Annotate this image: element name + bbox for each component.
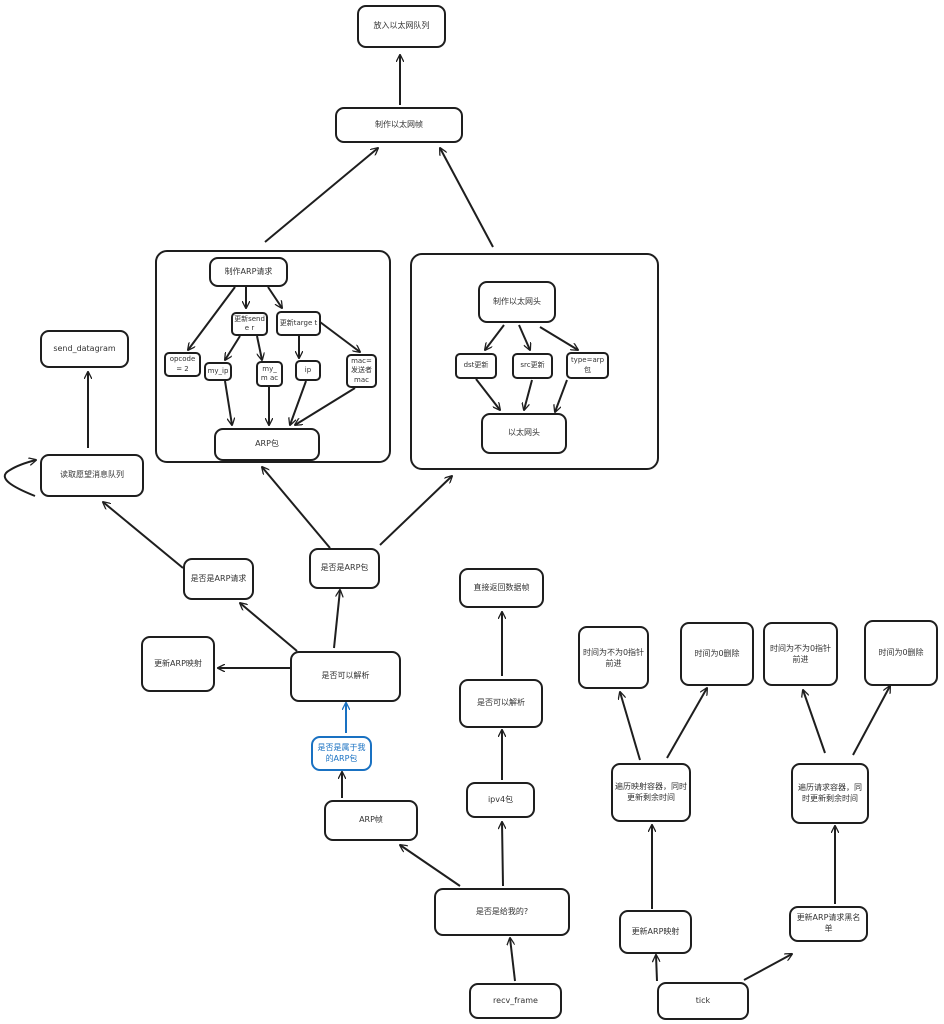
tick-node[interactable]: tick bbox=[657, 982, 749, 1020]
return-data-node[interactable]: 直接返回数据帧 bbox=[459, 568, 544, 608]
arp-frame-node[interactable]: ARP帧 bbox=[324, 800, 418, 841]
arrow bbox=[264, 148, 378, 243]
self-loop-arrow bbox=[3, 460, 36, 497]
arp-packet-node[interactable]: ARP包 bbox=[214, 428, 320, 461]
arrow bbox=[803, 690, 826, 754]
my-ip-node[interactable]: my_ip bbox=[204, 362, 232, 381]
arrow bbox=[440, 148, 494, 248]
arrow bbox=[852, 686, 890, 756]
update-arp-map-node-right[interactable]: 更新ARP映射 bbox=[619, 910, 692, 954]
ip-node[interactable]: ip bbox=[295, 360, 321, 381]
time-nonzero-node-2[interactable]: 时间为不为0指针前进 bbox=[763, 622, 838, 686]
arrow bbox=[666, 688, 707, 759]
arrow bbox=[743, 954, 792, 981]
src-update-node[interactable]: src更新 bbox=[512, 353, 553, 379]
arrow bbox=[400, 845, 461, 887]
ethernet-header-node[interactable]: 以太网头 bbox=[481, 413, 567, 454]
arrow bbox=[262, 467, 331, 549]
can-parse-node-2[interactable]: 是否可以解析 bbox=[459, 679, 543, 728]
arrow bbox=[240, 603, 298, 652]
iterate-map-node[interactable]: 遍历映射容器，同时更新剩余时间 bbox=[611, 763, 691, 822]
dst-update-node[interactable]: dst更新 bbox=[455, 353, 497, 379]
send-datagram-node[interactable]: send_datagram bbox=[40, 330, 129, 368]
arrow bbox=[103, 502, 184, 569]
my-mac-node[interactable]: my_m ac bbox=[256, 361, 283, 387]
recv-frame-node[interactable]: recv_frame bbox=[469, 983, 562, 1019]
update-arp-blacklist-node[interactable]: 更新ARP请求黑名单 bbox=[789, 906, 868, 942]
time-zero-delete-node-1[interactable]: 时间为0删除 bbox=[680, 622, 754, 686]
make-ethernet-header-node[interactable]: 制作以太网头 bbox=[478, 281, 556, 323]
arp-request-group bbox=[155, 250, 391, 463]
iterate-requests-node[interactable]: 遍历请求容器，同时更新剩余时间 bbox=[791, 763, 869, 824]
update-sender-node[interactable]: 更新sende r bbox=[231, 312, 268, 336]
arrow bbox=[656, 955, 657, 982]
time-nonzero-node-1[interactable]: 时间为不为0指针前进 bbox=[578, 626, 649, 689]
is-arp-packet-node[interactable]: 是否是ARP包 bbox=[309, 548, 380, 589]
type-arp-node[interactable]: type=arp 包 bbox=[566, 352, 609, 379]
arrow bbox=[379, 476, 452, 546]
opcode-node[interactable]: opcode= 2 bbox=[164, 352, 201, 377]
ethernet-queue-node[interactable]: 放入以太网队列 bbox=[357, 5, 446, 48]
mac-sender-node[interactable]: mac= 发送者 mac bbox=[346, 354, 377, 388]
update-target-node[interactable]: 更新targe t bbox=[276, 311, 321, 336]
make-ethernet-frame-node[interactable]: 制作以太网帧 bbox=[335, 107, 463, 143]
is-my-arp-node[interactable]: 是否是属于我的ARP包 bbox=[311, 736, 372, 771]
read-wish-queue-node[interactable]: 读取愿望消息队列 bbox=[40, 454, 144, 497]
ethernet-header-group bbox=[410, 253, 659, 470]
make-arp-request-node[interactable]: 制作ARP请求 bbox=[209, 257, 288, 287]
arrow bbox=[333, 590, 340, 649]
can-parse-node-1[interactable]: 是否可以解析 bbox=[290, 651, 401, 702]
update-arp-map-node-left[interactable]: 更新ARP映射 bbox=[141, 636, 215, 692]
is-for-me-node[interactable]: 是否是给我的? bbox=[434, 888, 570, 936]
arrow bbox=[510, 938, 516, 982]
time-zero-delete-node-2[interactable]: 时间为0删除 bbox=[864, 620, 938, 686]
is-arp-request-node[interactable]: 是否是ARP请求 bbox=[183, 558, 254, 600]
arrow bbox=[502, 822, 503, 887]
ipv4-packet-node[interactable]: ipv4包 bbox=[466, 782, 535, 818]
arrow bbox=[620, 692, 641, 761]
